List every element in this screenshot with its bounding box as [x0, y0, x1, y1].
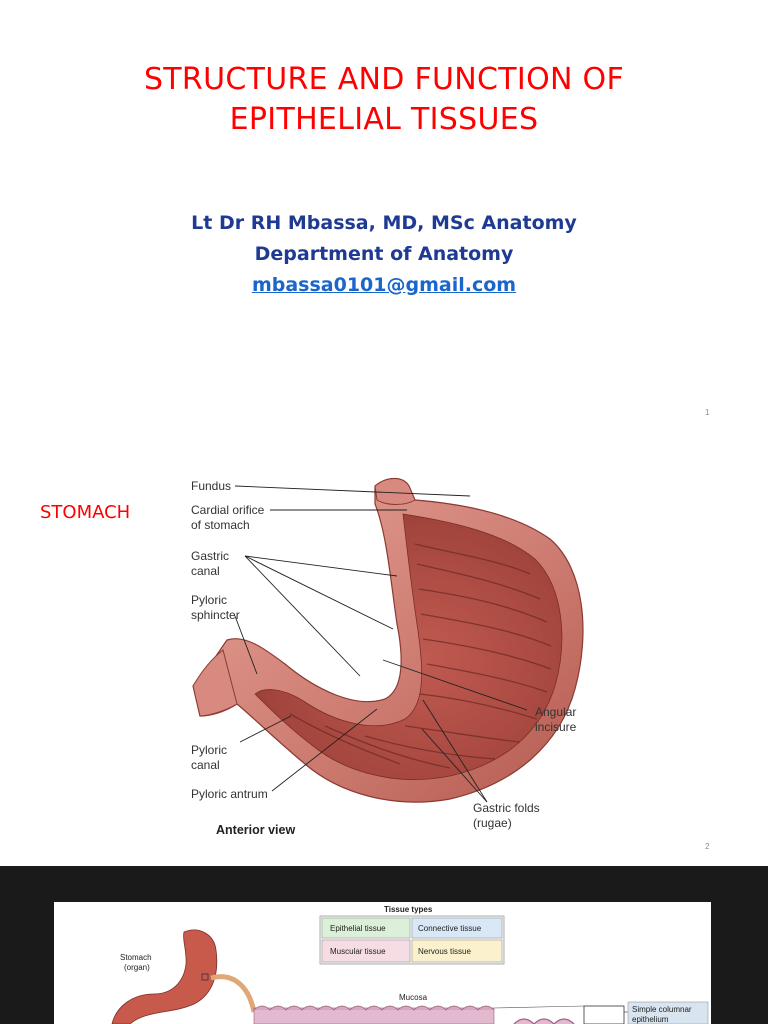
tissue-types-heading: Tissue types: [384, 905, 433, 914]
author-block: Lt Dr RH Mbassa, MD, MSc Anatomy Departm…: [0, 208, 768, 301]
organ-label-2: (organ): [124, 963, 150, 972]
title-line-2: EPITHELIAL TISSUES: [229, 102, 539, 137]
tissue-muscular: Muscular tissue: [330, 947, 386, 956]
tissue-connective: Connective tissue: [418, 924, 482, 933]
label-angular-1: Angular: [535, 705, 576, 719]
tissue-nervous: Nervous tissue: [418, 947, 471, 956]
stomach-heading: STOMACH: [40, 502, 131, 523]
label-gastric-folds-1: Gastric folds: [473, 801, 540, 815]
mucosa-strip: [253, 1005, 495, 1024]
label-angular-2: incisure: [535, 720, 577, 734]
epithelium-label-box: [627, 1001, 709, 1024]
mucosa-label: Mucosa: [399, 993, 428, 1002]
tissue-types-figure: Tissue types Epithelial tissue Connectiv…: [111, 905, 709, 1024]
leader-lines: [234, 485, 528, 803]
slide-title: STRUCTURE AND FUNCTION OF EPITHELIAL TIS…: [0, 0, 768, 434]
tissue-epithelial: Epithelial tissue: [330, 924, 386, 933]
label-anterior-view: Anterior view: [216, 823, 295, 837]
label-gastric-canal-2: canal: [191, 564, 220, 578]
author-name: Lt Dr RH Mbassa, MD, MSc Anatomy: [191, 212, 577, 234]
gastric-rugae-folds: [289, 543, 552, 769]
epithelial-cell: [321, 917, 411, 939]
muscular-cell: [321, 939, 411, 963]
esophagus: [374, 478, 416, 505]
label-pyloric-sphincter-1: Pyloric: [191, 593, 227, 607]
label-pyloric-antrum: Pyloric antrum: [191, 787, 268, 801]
epithelium-box: [583, 1005, 625, 1024]
epithelium-label-1: Simple columnar: [632, 1005, 692, 1014]
label-pyloric-canal-2: canal: [191, 758, 220, 772]
pylorus-tube: [192, 649, 238, 717]
label-cardial-1: Cardial orifice: [191, 503, 265, 517]
page-number: 2: [705, 842, 710, 851]
stomach-organ-icon: [111, 929, 218, 1024]
nervous-cell: [411, 939, 503, 963]
label-cardial-2: of stomach: [191, 518, 250, 532]
stomach-anatomy-diagram: Fundus Cardial orifice of stomach Gastri…: [191, 477, 584, 837]
page-number: 1: [705, 408, 710, 417]
connective-cell: [411, 917, 503, 939]
slide-title-heading: STRUCTURE AND FUNCTION OF EPITHELIAL TIS…: [0, 60, 768, 140]
email-link[interactable]: mbassa0101@gmail.com: [251, 274, 517, 296]
label-gastric-folds-2: (rugae): [473, 816, 512, 830]
department-name: Department of Anatomy: [254, 243, 514, 265]
zoom-box: [201, 973, 209, 981]
organ-label-1: Stomach: [120, 953, 152, 962]
slide-tissue-types: Tissue types Epithelial tissue Connectiv…: [0, 866, 768, 1024]
slide-stomach: STOMACH: [0, 434, 768, 866]
tissue-figure-panel: Tissue types Epithelial tissue Connectiv…: [54, 902, 711, 1024]
zoom-arrow: [210, 974, 257, 1013]
epithelium-label-2: epithelium: [632, 1015, 669, 1024]
tissue-type-table: Epithelial tissue Connective tissue Musc…: [319, 915, 505, 965]
label-pyloric-sphincter-2: sphincter: [191, 608, 240, 622]
title-line-1: STRUCTURE AND FUNCTION OF: [143, 62, 625, 97]
label-gastric-canal-1: Gastric: [191, 549, 229, 563]
label-pyloric-canal-1: Pyloric: [191, 743, 227, 757]
epithelium-detail: [513, 1018, 575, 1024]
label-fundus: Fundus: [191, 479, 231, 493]
